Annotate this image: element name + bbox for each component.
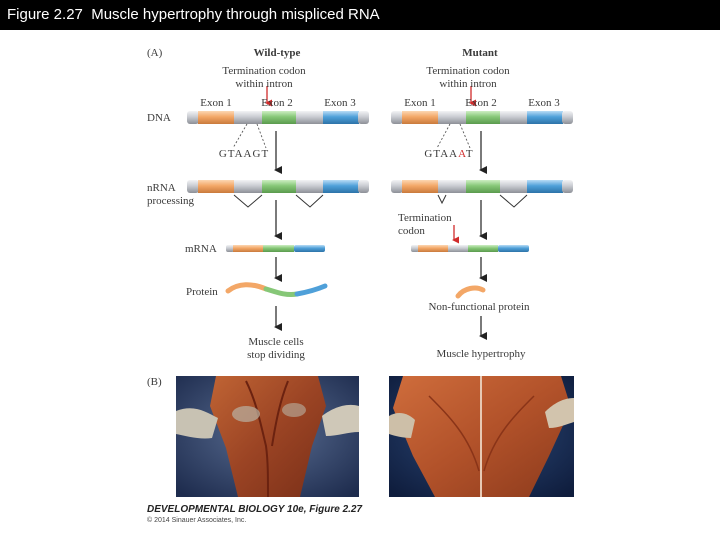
mut-dna-exon2: [466, 111, 500, 124]
wildtype-heading: Wild-type: [254, 47, 301, 59]
mut-zoom-line-right: [460, 124, 470, 148]
wildtype-mrna-bar: [226, 245, 325, 252]
wt-protein-segment-3: [297, 286, 325, 294]
mut-mrna-exon1: [418, 245, 448, 252]
mut-mrna-upstream: [411, 245, 419, 252]
wt-dna-downstream: [358, 111, 369, 124]
nrna-label-line2: processing: [147, 195, 194, 207]
wt-dna-exon1: [198, 111, 234, 124]
wt-exon1-label: Exon 1: [200, 97, 231, 109]
wt-mrna-exon3: [294, 245, 325, 252]
wildtype-muscle-photo: [176, 376, 359, 497]
wt-nrna-exon1: [198, 180, 234, 193]
mut-sequence-suffix: T: [466, 148, 474, 160]
mut-protein-label: Non-functional protein: [428, 301, 529, 313]
wt-outcome-line2: stop dividing: [247, 349, 305, 361]
wt-codon-note-1: Termination codon: [222, 65, 305, 77]
wt-nrna-downstream: [358, 180, 369, 193]
mut-truncated-protein: [458, 288, 483, 296]
wt-splice-mark-2: [296, 195, 323, 207]
mutant-photo-art: [389, 376, 574, 497]
wt-mrna-exon1: [233, 245, 263, 252]
wt-nrna-intron1: [234, 180, 262, 193]
mutant-heading: Mutant: [462, 47, 497, 59]
wt-zoom-line-right: [257, 124, 266, 148]
wt-mrna-exon2: [263, 245, 294, 252]
mut-zoom-line-left: [437, 124, 450, 148]
mut-splice-mark-1: [438, 195, 446, 203]
mut-dna-exon1: [402, 111, 438, 124]
mut-dna-intron2: [500, 111, 527, 124]
mut-exon3-label: Exon 3: [528, 97, 559, 109]
wildtype-dna-bar: [187, 111, 369, 124]
mut-nrna-exon3: [527, 180, 563, 193]
mut-mrna-exon3: [498, 245, 529, 252]
panel-b-label: (B): [147, 376, 162, 388]
wt-nrna-exon3: [323, 180, 359, 193]
mutant-mrna-bar: [411, 245, 529, 252]
wt-dna-intron1: [234, 111, 262, 124]
mut-nrna-intron1: [438, 180, 466, 193]
mut-outcome: Muscle hypertrophy: [437, 348, 526, 360]
mut-dna-intron1: [438, 111, 466, 124]
wildtype-photo-art: [176, 376, 359, 497]
wildtype-protein: [228, 285, 325, 295]
mut-termination-label-2: codon: [398, 225, 425, 237]
mutant-nrna-bar: [391, 180, 573, 193]
wt-nrna-upstream: [187, 180, 199, 193]
mut-exon1-label: Exon 1: [404, 97, 435, 109]
mut-mrna-retained-intron: [448, 245, 468, 252]
wt-dna-exon3: [323, 111, 359, 124]
mut-dna-downstream: [562, 111, 573, 124]
wildtype-nrna-bar: [187, 180, 369, 193]
wt-protein-segment-2: [266, 289, 297, 295]
wt-exon3-label: Exon 3: [324, 97, 355, 109]
wt-protein-segment-1: [228, 285, 266, 291]
nrna-label-line1: nRNA: [147, 182, 176, 194]
mrna-row-label: mRNA: [185, 243, 217, 255]
copyright-line: © 2014 Sinauer Associates, Inc.: [147, 517, 246, 524]
mut-sequence-prefix: GTAA: [424, 148, 458, 160]
wt-outcome-line1: Muscle cells: [248, 336, 303, 348]
wt-splice-mark-1: [234, 195, 262, 207]
mut-termination-label-1: Termination: [398, 212, 452, 224]
mut-nrna-exon1: [402, 180, 438, 193]
wt-nrna-intron2: [296, 180, 323, 193]
wt-exon2-label: Exon 2: [261, 97, 292, 109]
mut-dna-upstream: [391, 111, 403, 124]
mut-nrna-downstream: [562, 180, 573, 193]
wt-nrna-exon2: [262, 180, 296, 193]
mut-exon2-label: Exon 2: [465, 97, 496, 109]
panel-a-label: (A): [147, 47, 162, 59]
book-credit: DEVELOPMENTAL BIOLOGY 10e, Figure 2.27: [147, 504, 362, 515]
wt-sequence: GTAAGT: [219, 148, 269, 160]
wt-mrna-upstream: [226, 245, 234, 252]
wt-dna-upstream: [187, 111, 199, 124]
wt-zoom-line-left: [233, 124, 247, 148]
mut-dna-exon3: [527, 111, 563, 124]
protein-row-label: Protein: [186, 286, 218, 298]
mut-nrna-exon2: [466, 180, 500, 193]
mut-codon-note-1: Termination codon: [426, 65, 509, 77]
dna-row-label: DNA: [147, 112, 171, 124]
wt-dna-exon2: [262, 111, 296, 124]
wt-codon-note-2: within intron: [235, 78, 292, 90]
wt-dna-intron2: [296, 111, 323, 124]
mut-nrna-upstream: [391, 180, 403, 193]
mutant-muscle-photo: [389, 376, 574, 497]
mut-mrna-exon2: [468, 245, 498, 252]
mut-nrna-intron2: [500, 180, 527, 193]
mutant-dna-bar: [391, 111, 573, 124]
mut-codon-note-2: within intron: [439, 78, 496, 90]
mut-sequence: GTAAAT: [424, 148, 473, 160]
mut-splice-mark-2: [500, 195, 527, 207]
